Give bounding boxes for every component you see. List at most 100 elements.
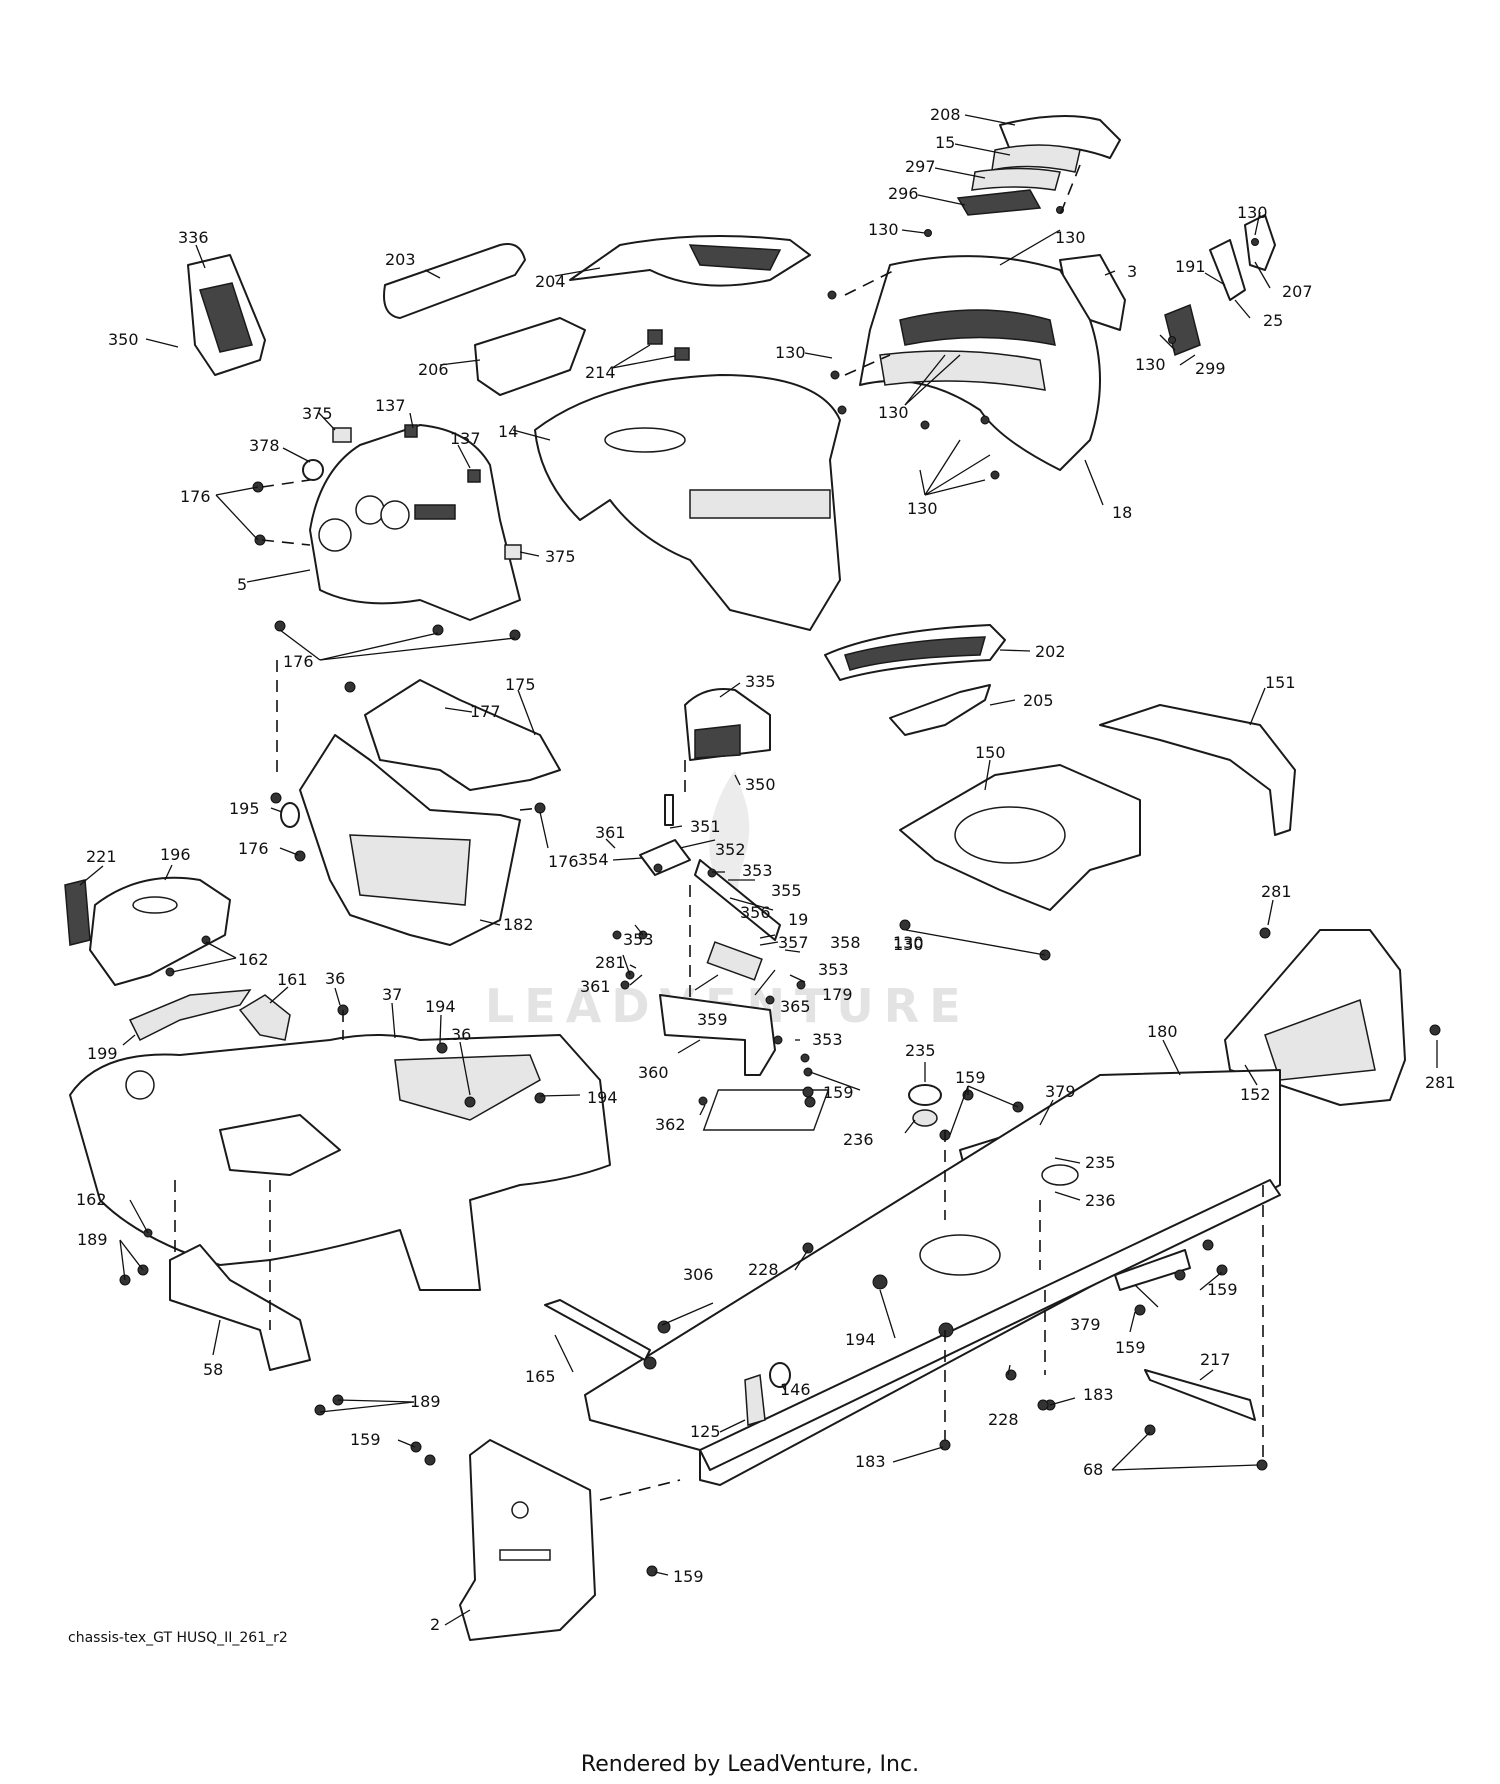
- callout-375a: 375: [302, 404, 333, 423]
- callout-14: 14: [498, 422, 518, 441]
- callout-189b: 189: [410, 1392, 441, 1411]
- callout-228a: 228: [748, 1260, 779, 1279]
- part-137b: [467, 469, 481, 483]
- part-spacer-236a: [912, 1109, 938, 1127]
- callout-306: 306: [683, 1265, 714, 1284]
- part-headlight-assembly: [1164, 214, 1276, 357]
- part-fender-37: [69, 1034, 611, 1291]
- callout-179: 179: [822, 985, 853, 1004]
- part-bracket-58: [169, 1244, 311, 1371]
- callout-159e: 159: [350, 1430, 381, 1449]
- callout-191: 191: [1175, 257, 1206, 276]
- part-335: [684, 688, 771, 761]
- callout-130e: 130: [878, 403, 909, 422]
- callout-159f: 159: [673, 1567, 704, 1586]
- callout-36a: 36: [325, 969, 345, 988]
- callout-68: 68: [1083, 1460, 1103, 1479]
- callout-236b: 236: [1085, 1191, 1116, 1210]
- callout-361a: 361: [595, 823, 626, 842]
- part-205: [889, 684, 991, 736]
- callout-196: 196: [160, 845, 191, 864]
- part-lower-console-182: [299, 734, 521, 946]
- part-pan-150: [899, 764, 1141, 911]
- callout-351: 351: [690, 817, 721, 836]
- callout-159c: 159: [1207, 1280, 1238, 1299]
- callout-281c: 281: [1425, 1073, 1456, 1092]
- callout-379b: 379: [1070, 1315, 1101, 1334]
- callout-130c: 130: [1237, 203, 1268, 222]
- callout-176b: 176: [283, 652, 314, 671]
- callout-202: 202: [1035, 642, 1066, 661]
- part-125: [744, 1373, 766, 1426]
- callout-228b: 228: [988, 1410, 1019, 1429]
- callout-130g: 130: [1135, 355, 1166, 374]
- callout-299: 299: [1195, 359, 1226, 378]
- callout-159a: 159: [823, 1083, 854, 1102]
- part-bracket-175: [364, 679, 561, 791]
- callout-159b: 159: [955, 1068, 986, 1087]
- callout-2: 2: [430, 1615, 440, 1634]
- callout-194a: 194: [425, 997, 456, 1016]
- callout-130b: 130: [1055, 228, 1086, 247]
- part-seat-pod-196: [64, 876, 231, 986]
- callout-130i: 130: [893, 935, 924, 954]
- callout-204: 204: [535, 272, 566, 291]
- callout-375b: 375: [545, 547, 576, 566]
- part-375a: [332, 427, 352, 443]
- footer-credit: Rendered by LeadVenture, Inc.: [580, 1752, 920, 1777]
- fastener-group: [119, 206, 1441, 1577]
- callout-189a: 189: [77, 1230, 108, 1249]
- part-bracket-151: [1099, 704, 1296, 836]
- callout-19: 19: [788, 910, 808, 929]
- callout-146: 146: [780, 1380, 811, 1399]
- callout-194c: 194: [845, 1330, 876, 1349]
- callout-58: 58: [203, 1360, 223, 1379]
- drawing-id-label: chassis-tex_GT HUSQ_II_261_r2: [68, 1630, 288, 1646]
- callout-353a: 353: [742, 861, 773, 880]
- callout-130f: 130: [907, 499, 938, 518]
- part-137a: [404, 424, 418, 438]
- callout-165: 165: [525, 1367, 556, 1386]
- callout-37: 37: [382, 985, 402, 1004]
- callout-203: 203: [385, 250, 416, 269]
- callout-182: 182: [503, 915, 534, 934]
- part-195: [280, 802, 300, 828]
- callout-177: 177: [470, 702, 501, 721]
- leader-lines: [79, 114, 1438, 1626]
- callout-183a: 183: [1083, 1385, 1114, 1404]
- callout-137b: 137: [450, 429, 481, 448]
- part-vent-203: [383, 243, 526, 319]
- callout-336: 336: [178, 228, 209, 247]
- callout-208: 208: [930, 105, 961, 124]
- callout-150: 150: [975, 743, 1006, 762]
- part-actuator-assembly: [639, 794, 781, 1076]
- callout-206: 206: [418, 360, 449, 379]
- callout-180: 180: [1147, 1022, 1178, 1041]
- callout-130h: 130: [893, 933, 924, 952]
- part-spacer-235a: [908, 1084, 942, 1106]
- callout-361b: 361: [580, 977, 611, 996]
- callout-194b: 194: [587, 1088, 618, 1107]
- callout-151: 151: [1265, 673, 1296, 692]
- callout-350a: 350: [108, 330, 139, 349]
- callout-356: 356: [740, 903, 771, 922]
- callout-379a: 379: [1045, 1082, 1076, 1101]
- callout-362: 362: [655, 1115, 686, 1134]
- assembly-dashed-lines: [174, 164, 1264, 1501]
- callout-350b: 350: [745, 775, 776, 794]
- callout-161: 161: [277, 970, 308, 989]
- callout-365: 365: [780, 997, 811, 1016]
- callout-5: 5: [237, 575, 247, 594]
- callout-15: 15: [935, 133, 955, 152]
- callout-214: 214: [585, 363, 616, 382]
- callout-176c: 176: [238, 839, 269, 858]
- callout-235a: 235: [905, 1041, 936, 1060]
- part-161: [238, 994, 291, 1041]
- part-grille-202: [824, 624, 1006, 681]
- part-vent-stack: [956, 115, 1121, 216]
- callout-3: 3: [1127, 262, 1137, 281]
- part-seat-bracket-152: [1224, 929, 1406, 1106]
- callout-281a: 281: [595, 953, 626, 972]
- part-dash-14: [534, 374, 841, 631]
